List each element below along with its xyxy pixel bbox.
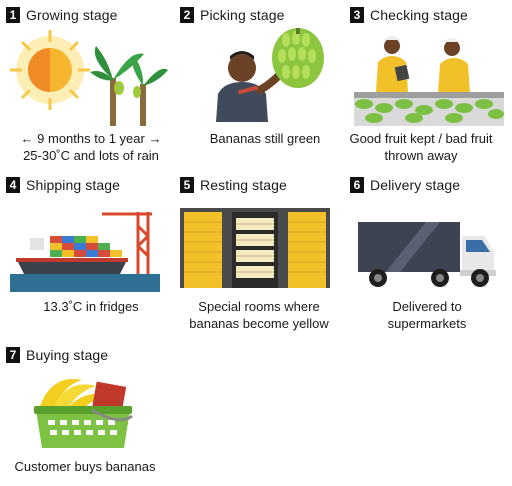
sea (10, 274, 160, 292)
banana-crate-stack-icon (232, 212, 278, 288)
caption-line: Bananas still green (209, 131, 321, 146)
caption-line: 25-30˚C and lots of rain (23, 148, 159, 163)
stage-caption: Good fruit kept / bad fruit thrown away (336, 130, 506, 164)
stage-title: Delivery stage (370, 177, 461, 193)
stage-title: Shipping stage (26, 177, 121, 193)
stage-number-badge: 4 (6, 177, 20, 193)
roller-door (184, 212, 222, 288)
stage-number-badge: 7 (6, 347, 20, 363)
caption-line: bananas become yellow (189, 316, 329, 331)
caption-line: 13.3˚C in fridges (43, 299, 139, 314)
stage-shipping: 4 Shipping stage 13.3˚C in fridges (6, 176, 176, 336)
truck-icon (358, 222, 496, 287)
stage-header: 6 Delivery stage (350, 176, 460, 194)
banana-conveyor-icon (354, 92, 504, 126)
caption-line: Delivered to (392, 299, 462, 314)
basket-icon (34, 406, 133, 448)
stage-caption: Delivered to supermarkets (342, 298, 512, 332)
stage-number-badge: 3 (350, 7, 364, 23)
stage-title: Growing stage (26, 7, 118, 23)
banana-tree-icon (90, 46, 168, 126)
roller-door (288, 212, 326, 288)
stage-header: 3 Checking stage (350, 6, 468, 24)
stage-header: 4 Shipping stage (6, 176, 120, 194)
stage-buying: 7 Buying stage Customer buys bananas (6, 346, 176, 486)
stage-number-badge: 1 (6, 7, 20, 23)
worker-icon (376, 36, 410, 92)
crane-icon (102, 212, 152, 276)
sun-and-banana-trees-illustration (10, 30, 168, 126)
stage-number-badge: 5 (180, 177, 194, 193)
stage-growing: 1 Growing stage ← 9 months (6, 6, 176, 166)
stage-header: 1 Growing stage (6, 6, 118, 24)
green-banana-bunch-icon (272, 28, 324, 88)
stage-number-badge: 6 (350, 177, 364, 193)
stage-resting: 5 Resting stage Special rooms where bana… (180, 176, 350, 336)
stage-title: Picking stage (200, 7, 285, 23)
caption-line: ← 9 months to 1 year → (20, 131, 162, 146)
caption-line: thrown away (384, 148, 458, 163)
stage-caption: Customer buys bananas (0, 458, 170, 475)
stage-caption: 13.3˚C in fridges (6, 298, 176, 315)
stage-title: Checking stage (370, 7, 468, 23)
workers-sorting-bananas-illustration (354, 36, 504, 126)
stage-picking: 2 Picking stage Bananas still green (180, 6, 350, 166)
caption-line: Special rooms where (198, 299, 320, 314)
stage-number-badge: 2 (180, 7, 194, 23)
ripening-room-illustration (180, 208, 330, 288)
container-ship-icon (16, 236, 128, 274)
shopping-basket-illustration (34, 379, 133, 448)
stage-header: 7 Buying stage (6, 346, 108, 364)
stage-caption: ← 9 months to 1 year → 25-30˚C and lots … (6, 130, 176, 164)
stage-title: Resting stage (200, 177, 287, 193)
stage-caption: Special rooms where bananas become yello… (174, 298, 344, 332)
stage-caption: Bananas still green (180, 130, 350, 147)
stage-checking: 3 Checking stage Good fruit kept / ba (349, 6, 512, 166)
stage-header: 2 Picking stage (180, 6, 285, 24)
stage-header: 5 Resting stage (180, 176, 287, 194)
stage-title: Buying stage (26, 347, 109, 363)
caption-line: supermarkets (387, 316, 467, 331)
caption-line: Good fruit kept / bad fruit (349, 131, 493, 146)
container-ship-illustration (10, 212, 160, 292)
sun-icon (10, 30, 90, 110)
farmer-holding-bananas-illustration (216, 28, 324, 122)
worker-icon (438, 38, 470, 94)
caption-line: Customer buys bananas (14, 459, 156, 474)
stage-delivery: 6 Delivery stage Delivered to supermarke… (350, 176, 512, 336)
delivery-truck-illustration (358, 222, 496, 287)
